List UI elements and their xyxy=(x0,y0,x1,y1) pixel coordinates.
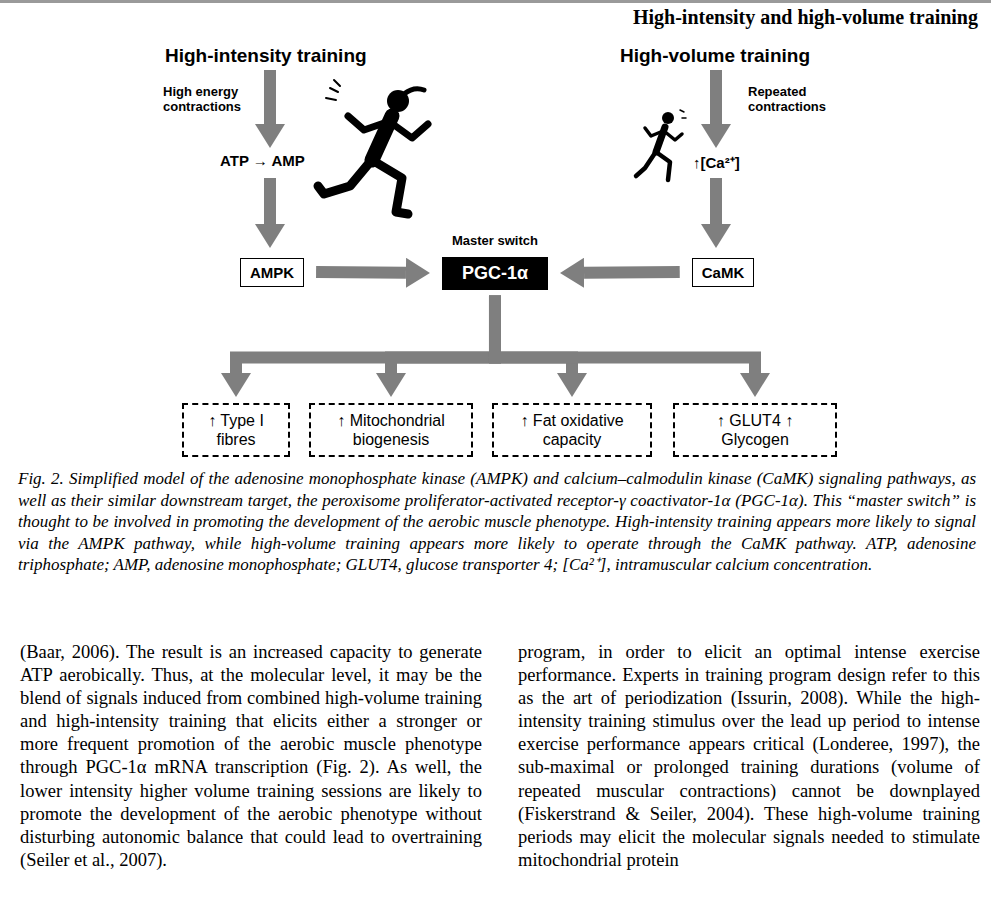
master-switch-box: Master switchPGC-1α xyxy=(442,257,548,290)
flow-arrow xyxy=(391,296,495,374)
node-text: ↑ Type I fibres xyxy=(194,411,278,449)
figure-caption: Fig. 2. Simplified model of the adenosin… xyxy=(18,468,976,576)
outcome-box: ↑ GLUT4 ↑ Glycogen xyxy=(673,403,837,457)
outcome-box: ↑ Mitochondrial biogenesis xyxy=(309,403,473,457)
sprinter-figure xyxy=(318,80,428,214)
arrow-shaft xyxy=(710,70,722,124)
stimulus-label: Repeated contractions xyxy=(748,84,836,114)
column-heading: High-volume training xyxy=(620,45,810,67)
outcome-box: ↑ Type I fibres xyxy=(182,403,290,457)
column-heading: High-intensity training xyxy=(165,45,367,67)
arrow-shaft xyxy=(264,178,276,224)
running-header: High-intensity and high-volume training xyxy=(633,6,978,29)
flow-arrow xyxy=(316,266,406,279)
node-text: ↑ GLUT4 ↑ Glycogen xyxy=(685,411,825,449)
node-text: ↑ Fat oxidative capacity xyxy=(504,411,640,449)
flow-arrow xyxy=(236,296,495,374)
stimulus-label: High energy contractions xyxy=(163,84,251,114)
node-text: AMPK xyxy=(250,264,294,281)
flow-arrow xyxy=(584,266,680,279)
pathway-box: AMPK xyxy=(240,258,304,287)
arrow-head xyxy=(701,224,731,248)
node-text: PGC-1α xyxy=(462,263,528,284)
node-text: ↑ Mitochondrial biogenesis xyxy=(321,411,461,449)
signal-label: ATP → AMP xyxy=(220,152,305,169)
arrow-head xyxy=(255,124,285,148)
page-edge-bar xyxy=(0,0,991,3)
body-text: program, in order to elicit an optimal i… xyxy=(518,641,980,872)
arrow-shaft xyxy=(710,178,722,224)
arrow-head xyxy=(255,224,285,248)
outcome-box: ↑ Fat oxidative capacity xyxy=(492,403,652,457)
pathway-box: CaMK xyxy=(692,258,755,287)
signal-label: ↑[Ca²⁺] xyxy=(693,152,740,172)
flow-arrow xyxy=(495,296,755,374)
runner-figure xyxy=(636,110,686,180)
arrow-shaft xyxy=(264,70,276,124)
body-text: (Baar, 2006). The result is an increased… xyxy=(20,641,482,872)
signal-arrows xyxy=(255,70,731,248)
arrow-head xyxy=(701,124,731,148)
node-heading: Master switch xyxy=(452,233,538,248)
node-text: CaMK xyxy=(702,264,745,281)
